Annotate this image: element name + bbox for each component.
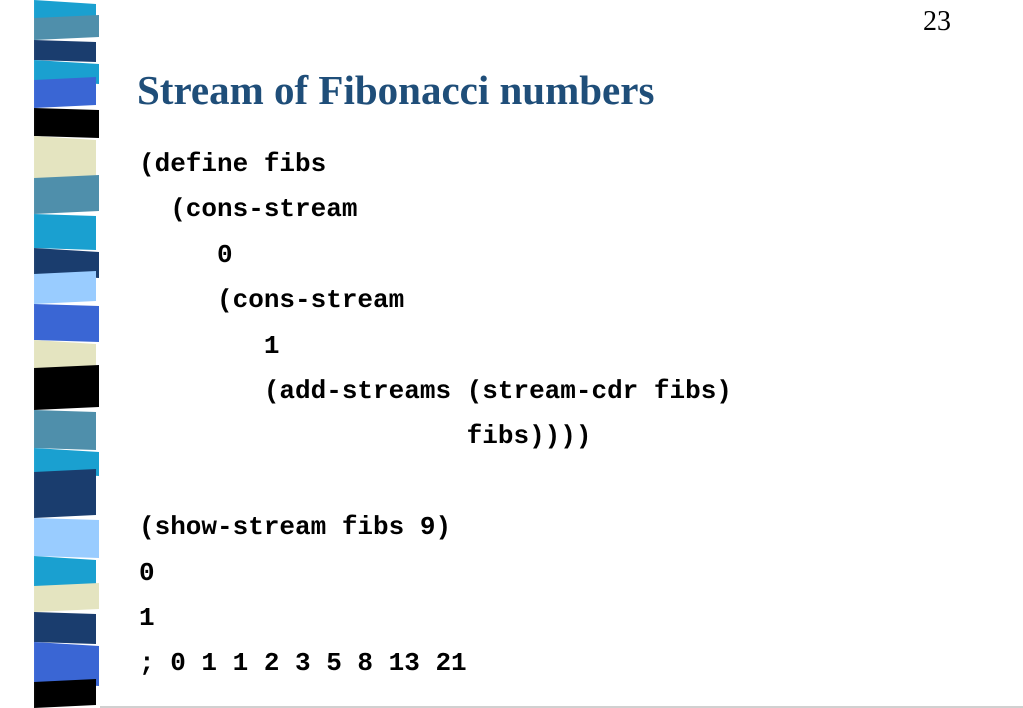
- code-line: 0: [139, 239, 233, 270]
- stripe-band: [34, 214, 96, 250]
- decorative-stripe-bar: [0, 0, 99, 708]
- code-line: fibs)))): [139, 421, 592, 452]
- stripe-band: [34, 136, 96, 182]
- stripe-band: [34, 612, 96, 644]
- stripe-band: [34, 518, 99, 558]
- stripe-band: [34, 248, 99, 278]
- code-line: ; 0 1 1 2 3 5 8 13 21: [139, 648, 467, 679]
- code-line: (cons-stream: [139, 194, 358, 225]
- code-line: (add-streams (stream-cdr fibs): [139, 375, 732, 406]
- slide-title: Stream of Fibonacci numbers: [137, 67, 655, 113]
- code-line: (define fibs: [139, 149, 327, 179]
- code-line: 1: [139, 330, 280, 361]
- code-block: (define fibs (cons-stream 0 (cons-stream…: [139, 142, 732, 687]
- stripe-fade: [0, 0, 36, 708]
- stripe-band: [34, 448, 99, 476]
- page-number: 23: [923, 6, 951, 37]
- stripe-band: [34, 642, 99, 686]
- code-line: 1: [139, 602, 155, 633]
- stripe-band: [34, 340, 96, 372]
- stripe-band: [34, 15, 99, 40]
- bottom-divider: [100, 706, 1023, 708]
- stripe-band: [34, 271, 96, 304]
- code-line: (cons-stream: [139, 285, 405, 316]
- code-line: (show-stream fibs 9): [139, 512, 452, 543]
- stripe-band: [34, 469, 96, 518]
- stripe-band: [34, 304, 99, 342]
- stripe-band: [34, 583, 99, 612]
- stripe-band: [34, 679, 96, 708]
- code-line: 0: [139, 557, 155, 588]
- stripe-band: [34, 365, 99, 410]
- stripe-band: [34, 108, 99, 138]
- stripe-band: [34, 556, 96, 590]
- stripe-band: [34, 40, 96, 62]
- code-line: [139, 460, 732, 505]
- stripe-band: [34, 410, 96, 450]
- stripe-band: [34, 77, 96, 108]
- stripe-band: [34, 175, 99, 214]
